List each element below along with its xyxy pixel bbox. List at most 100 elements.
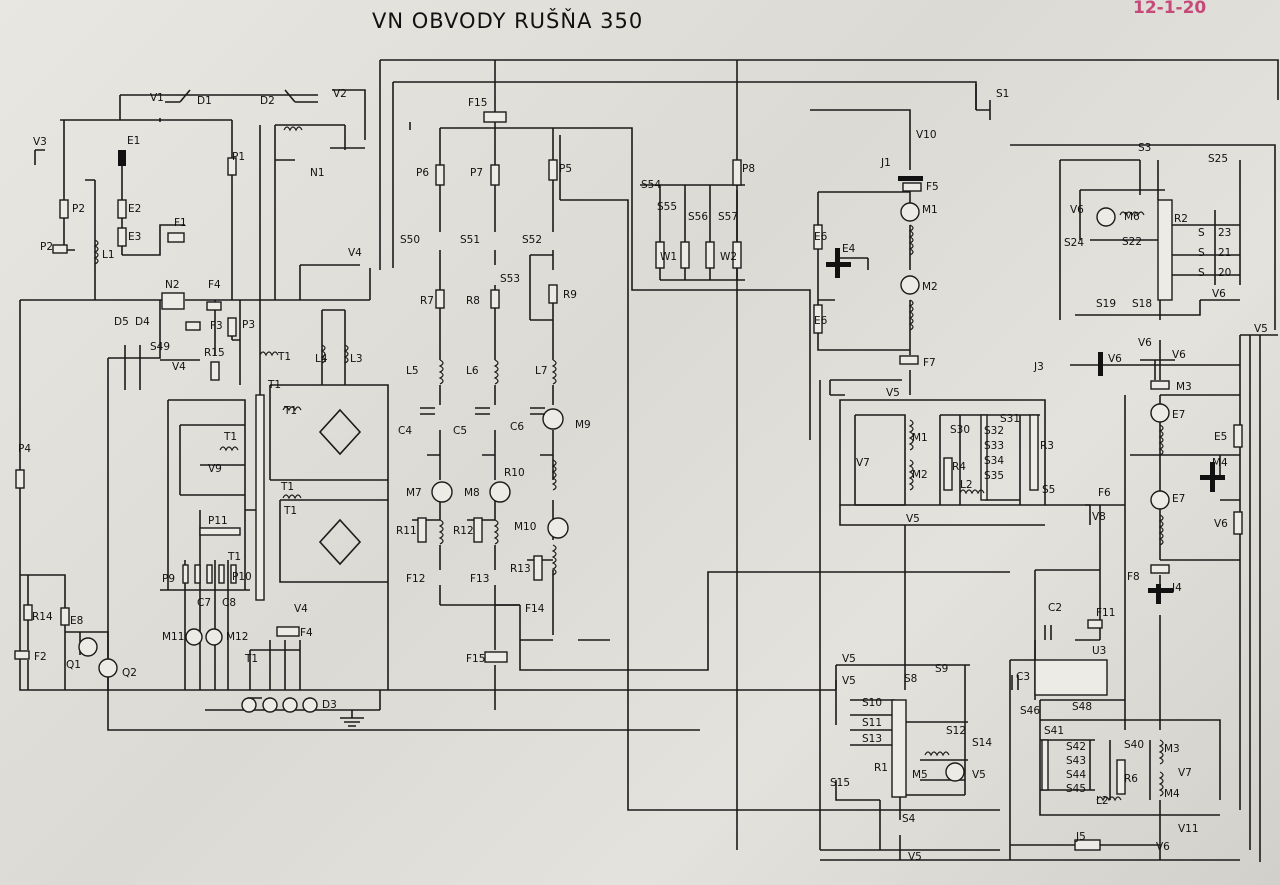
component-label: S9 (935, 663, 948, 675)
component-label: M6 (1124, 211, 1140, 223)
component-label: S24 (1064, 237, 1084, 249)
component-label: S57 (718, 211, 738, 223)
component-label: C5 (453, 425, 467, 437)
component-label: S50 (400, 234, 420, 246)
component-label: J3 (1033, 361, 1044, 373)
component-label: V6 (1212, 288, 1226, 300)
component-label: V7 (856, 457, 870, 469)
component-label: E3 (128, 231, 141, 243)
component-label: S54 (641, 179, 661, 191)
component-label: R13 (510, 563, 531, 575)
components (14, 89, 1243, 851)
component-label: R14 (32, 611, 53, 623)
component-label: F1 (174, 217, 187, 229)
component-label: E7 (1172, 409, 1185, 421)
component-label: E1 (127, 135, 140, 147)
component-label: S (1198, 247, 1205, 259)
component-label: S (1198, 267, 1205, 279)
component-label: T1 (244, 653, 258, 665)
component-label: S25 (1208, 153, 1228, 165)
component-label: P10 (232, 571, 252, 583)
component-label: S14 (972, 737, 992, 749)
component-label: S52 (522, 234, 542, 246)
component-label: V5 (1254, 323, 1268, 335)
component-label: R8 (466, 295, 480, 307)
component-label: V6 (1156, 841, 1170, 853)
component-label: C7 (197, 597, 211, 609)
component-label: T1 (277, 351, 291, 363)
component-label: N2 (165, 279, 180, 291)
component-label: V9 (208, 463, 222, 475)
component-label: R12 (453, 525, 474, 537)
component-label: S43 (1066, 755, 1086, 767)
component-label: S15 (830, 777, 850, 789)
component-label: F11 (1096, 607, 1115, 619)
component-label: T1 (283, 405, 297, 417)
component-label: P3 (242, 319, 255, 331)
component-label: T1 (223, 431, 237, 443)
component-label: 20 (1218, 267, 1231, 279)
component-label: Q2 (122, 667, 137, 679)
component-label: S22 (1122, 236, 1142, 248)
component-label: F4 (300, 627, 313, 639)
component-label: S32 (984, 425, 1004, 437)
component-label: V5 (886, 387, 900, 399)
component-label: M11 (162, 631, 184, 643)
component-label: R11 (396, 525, 417, 537)
component-label: F15 (468, 97, 487, 109)
component-label: S11 (862, 717, 882, 729)
component-label: F3 (210, 320, 223, 332)
component-label: S30 (950, 424, 970, 436)
component-label: S42 (1066, 741, 1086, 753)
component-label: V6 (1070, 204, 1084, 216)
component-label: J4 (1171, 582, 1182, 594)
component-label: C2 (1048, 602, 1062, 614)
component-label: P11 (208, 515, 228, 527)
component-label: M1 (922, 204, 938, 216)
component-label: S12 (946, 725, 966, 737)
component-label: L4 (315, 353, 328, 365)
component-label: S33 (984, 440, 1004, 452)
component-label: Q1 (66, 659, 81, 671)
component-label: F5 (926, 181, 939, 193)
component-label: R1 (874, 762, 888, 774)
component-label: D2 (260, 95, 275, 107)
component-label: S8 (904, 673, 917, 685)
component-label: M5 (912, 769, 928, 781)
component-label: 21 (1218, 247, 1231, 259)
component-label: S (1198, 227, 1205, 239)
component-label: L7 (535, 365, 548, 377)
component-label: S48 (1072, 701, 1092, 713)
component-label: M4 (1212, 457, 1228, 469)
component-label: S1 (996, 88, 1009, 100)
component-label: S55 (657, 201, 677, 213)
component-label: V6 (1172, 349, 1186, 361)
component-label: R15 (204, 347, 225, 359)
component-label: L2 (960, 479, 973, 491)
component-label: R9 (563, 289, 577, 301)
component-label: V5 (906, 513, 920, 525)
component-label: V2 (333, 88, 347, 100)
component-label: C3 (1016, 671, 1030, 683)
component-label: F13 (470, 573, 489, 585)
component-label: M2 (912, 469, 928, 481)
component-label: E5 (1214, 431, 1227, 443)
component-label: F6 (1098, 487, 1111, 499)
component-label: U3 (1092, 645, 1106, 657)
date-stamp: 12-1-20 (1133, 0, 1206, 18)
component-label: L6 (466, 365, 479, 377)
component-label: V11 (1178, 823, 1199, 835)
component-label: V4 (348, 247, 362, 259)
component-label: F7 (923, 357, 936, 369)
component-label: V6 (1214, 518, 1228, 530)
component-label: R4 (952, 461, 966, 473)
component-label: S56 (688, 211, 708, 223)
component-label: M7 (406, 487, 422, 499)
component-label: T1 (280, 481, 294, 493)
component-label: E2 (128, 203, 141, 215)
component-label: P5 (559, 163, 572, 175)
component-label: L2 (1096, 795, 1109, 807)
component-label: J5 (1075, 831, 1086, 843)
